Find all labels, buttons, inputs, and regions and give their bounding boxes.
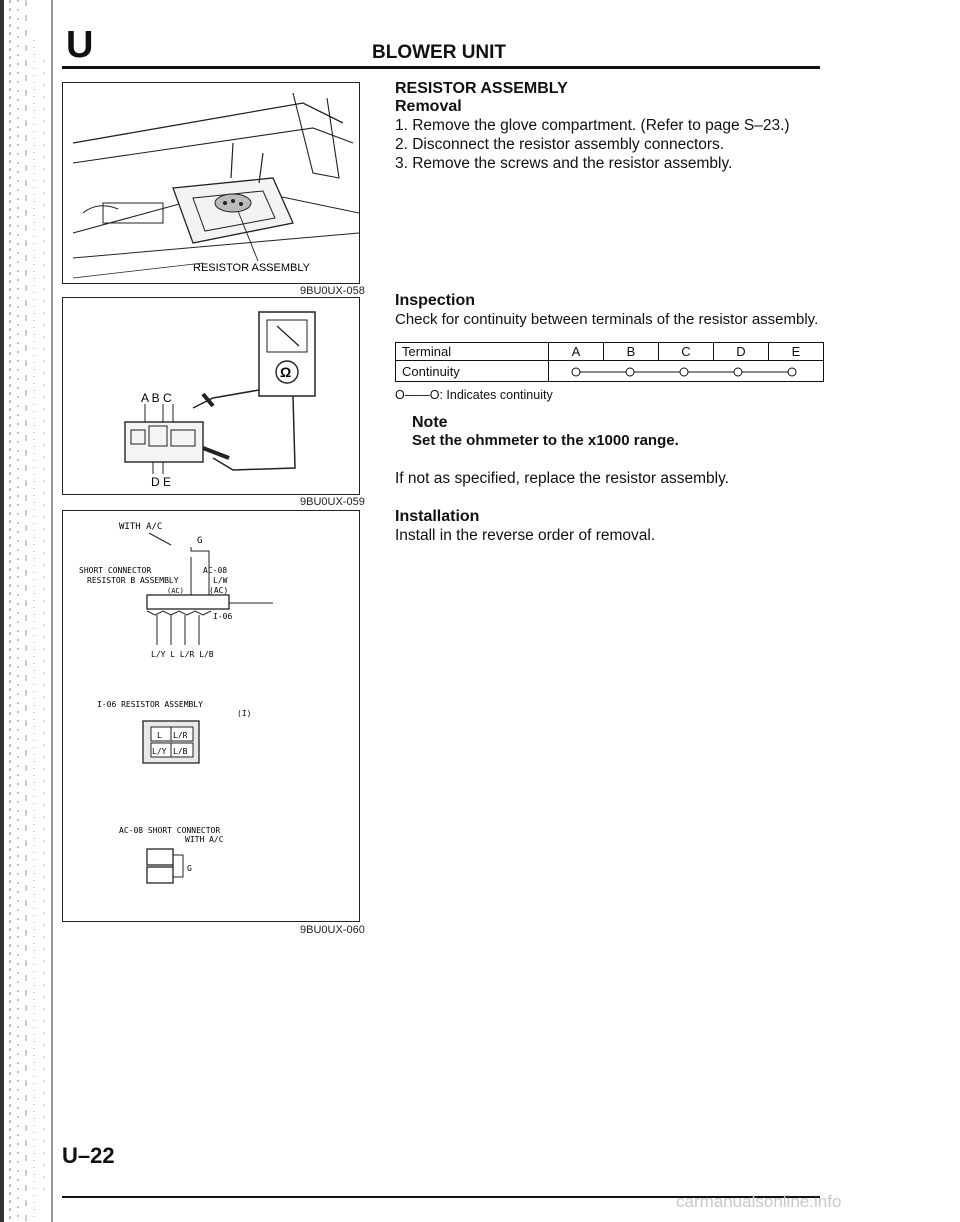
page-number: U–22 (62, 1143, 115, 1168)
removal-heading: Removal (395, 98, 462, 115)
inspection-section: Inspection Check for continuity between … (395, 292, 825, 329)
continuity-table: Terminal A B C D E Continuity (395, 342, 824, 382)
i06-connector-title: I-06 RESISTOR ASSEMBLY (97, 700, 203, 709)
ac08-label: AC-08 (203, 566, 227, 575)
spec-text: If not as specified, replace the resisto… (395, 470, 729, 487)
installation-heading: Installation (395, 508, 480, 525)
ohm-symbol: Ω (280, 364, 291, 380)
binding-edge (0, 0, 53, 1222)
section-letter: U (66, 24, 94, 66)
footer-divider (62, 1196, 820, 1198)
removal-step: 2. Disconnect the resistor assembly conn… (395, 136, 725, 153)
short-connector-label: SHORT CONNECTOR (79, 566, 151, 575)
inspection-intro: Check for continuity between terminals o… (395, 311, 819, 328)
ohmmeter-illustration: Ω A B C D E (124, 311, 316, 489)
table-header-continuity: Continuity (395, 360, 549, 382)
watermark: carmanualsonline.info (676, 1192, 842, 1211)
pin-label: L/R (173, 731, 188, 740)
figure-wiring-diagram: WITH A/C G SHORT CONNECTOR AC-08 RESISTO… (62, 510, 360, 922)
figure-label-resistor-assembly: RESISTOR ASSEMBLY (193, 262, 311, 274)
resistor-assembly-label: RESISTOR B ASSEMBLY (87, 576, 179, 585)
continuity-chain (571, 367, 797, 377)
ac08-connector-sub: WITH A/C (185, 835, 224, 844)
installation-body: Install in the reverse order of removal. (395, 527, 656, 544)
with-ac-label: WITH A/C (119, 522, 162, 532)
installation-section: Installation Install in the reverse orde… (395, 508, 825, 545)
terminal-c: C (658, 342, 714, 361)
table-row: Terminal A B C D E (395, 342, 824, 361)
removal-section: RESISTOR ASSEMBLY Removal 1. Remove the … (395, 80, 825, 173)
removal-step: 3. Remove the screws and the resistor as… (395, 155, 733, 172)
ac08-ground-label: G (187, 864, 192, 873)
lw-label: L/W (213, 576, 228, 585)
pin-label: L/Y (152, 747, 167, 756)
wiring-diagram: WITH A/C G SHORT CONNECTOR AC-08 RESISTO… (79, 522, 273, 884)
continuity-legend: O——O: Indicates continuity (395, 388, 553, 402)
figure-code: 9BU0UX-060 (300, 924, 365, 936)
terminal-labels-top: A B C (141, 391, 172, 405)
terminal-e: E (768, 342, 824, 361)
continuity-marks (548, 360, 824, 382)
figure-ohmmeter-test: Ω A B C D E (62, 297, 360, 495)
resistor-location-illustration: RESISTOR ASSEMBLY (72, 92, 359, 279)
removal-step: 1. Remove the glove compartment. (Refer … (395, 117, 790, 134)
wire-color-labels: L/Y L L/R L/B (151, 650, 214, 659)
terminal-b: B (603, 342, 659, 361)
i06-connector-sub: (I) (237, 709, 251, 718)
inspection-heading: Inspection (395, 292, 476, 309)
table-header-terminal: Terminal (395, 342, 549, 361)
header-divider (62, 66, 820, 69)
table-row: Continuity (395, 360, 824, 382)
figure-code: 9BU0UX-059 (300, 496, 365, 508)
terminal-labels-bottom: D E (151, 475, 171, 489)
section-heading: RESISTOR ASSEMBLY (395, 80, 568, 97)
terminal-d: D (713, 342, 769, 361)
ac08-connector-title: AC-08 SHORT CONNECTOR (119, 826, 220, 835)
page-title: BLOWER UNIT (372, 42, 507, 63)
terminal-a: A (548, 342, 604, 361)
lw-ac-label: (AC) (209, 586, 228, 595)
i06-label: I-06 (213, 612, 232, 621)
pin-label: L/B (173, 747, 188, 756)
ac-tag: (AC) (167, 587, 184, 595)
figure-resistor-location: RESISTOR ASSEMBLY (62, 82, 360, 284)
pin-label: L (157, 731, 162, 740)
ground-label: G (197, 536, 202, 546)
figure-code: 9BU0UX-058 (300, 285, 365, 297)
note-body: Set the ohmmeter to the x1000 range. (412, 432, 679, 449)
note-heading: Note (412, 414, 448, 431)
